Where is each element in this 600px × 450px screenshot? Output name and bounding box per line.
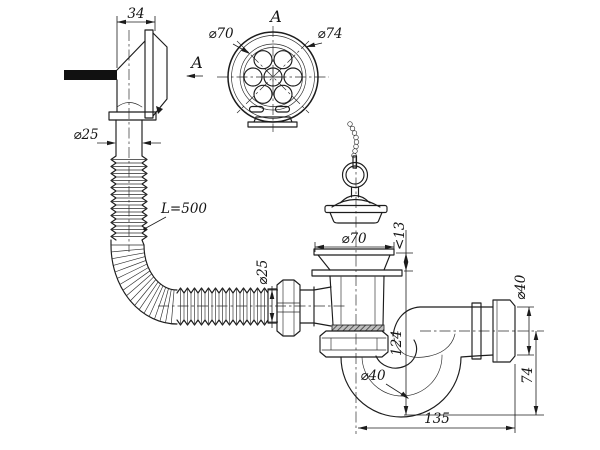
p-trap: ⌀40 bbox=[340, 299, 516, 418]
grate-base bbox=[247, 116, 298, 128]
strainer-nut bbox=[319, 330, 389, 358]
corrugated-hose: L=500 ⌀25 bbox=[110, 155, 278, 328]
plug-ring bbox=[341, 161, 369, 189]
view-a-title: A bbox=[268, 7, 282, 26]
dim-lt13-label: <13 bbox=[392, 222, 408, 251]
overflow-bolt bbox=[64, 70, 117, 80]
drain-plug bbox=[324, 121, 388, 224]
centerlines bbox=[128, 26, 544, 434]
dimension-34: 34 bbox=[116, 6, 156, 68]
dimension-74: 74 bbox=[404, 331, 544, 416]
hose-length-label: L=500 bbox=[160, 201, 207, 217]
dimension-13-124: <13 124 bbox=[389, 222, 413, 415]
grate-hole bbox=[273, 84, 293, 104]
section-a-label: A bbox=[189, 53, 203, 72]
grate-hole bbox=[283, 67, 303, 87]
dimension-d25-overflow: ⌀25 bbox=[73, 127, 161, 146]
plug-chain bbox=[347, 121, 360, 159]
dim-d74-grate-label: ⌀74 bbox=[317, 26, 342, 42]
dimension-d70-flange: ⌀70 bbox=[314, 231, 395, 252]
dim-d25-hose-label: ⌀25 bbox=[255, 260, 271, 285]
dim-d70-flange-label: ⌀70 bbox=[341, 231, 367, 247]
outlet-nut bbox=[492, 299, 516, 363]
grate-hole bbox=[253, 50, 273, 70]
dim-d40-trap-label: ⌀40 bbox=[360, 368, 386, 384]
grate-slot bbox=[274, 105, 291, 113]
dim-135-label: 135 bbox=[424, 411, 450, 427]
grate-hole bbox=[253, 84, 273, 104]
plug-flange bbox=[324, 204, 388, 214]
dim-d25-overflow-label: ⌀25 bbox=[73, 127, 98, 143]
dim-74-label: 74 bbox=[520, 367, 536, 384]
face-view-grate: A ⌀70 ⌀74 bbox=[208, 7, 343, 128]
overflow-fitting-side-view bbox=[64, 29, 168, 157]
dimension-135: 135 bbox=[358, 364, 516, 433]
dim-d70-grate-label: ⌀70 bbox=[208, 26, 234, 42]
dimension-d40-outlet: ⌀40 bbox=[513, 274, 534, 356]
grate-slot bbox=[248, 105, 265, 113]
dim-34-label: 34 bbox=[127, 6, 144, 22]
section-arrow-a: A bbox=[186, 53, 203, 79]
dim-d40-outlet-label: ⌀40 bbox=[513, 274, 529, 300]
hose-union-nut bbox=[276, 279, 332, 337]
grate-hole bbox=[243, 67, 263, 87]
dim-124-label: 124 bbox=[389, 330, 405, 356]
grate-hole bbox=[273, 50, 293, 70]
gasket bbox=[331, 324, 385, 332]
drain-strainer-body bbox=[311, 248, 403, 358]
